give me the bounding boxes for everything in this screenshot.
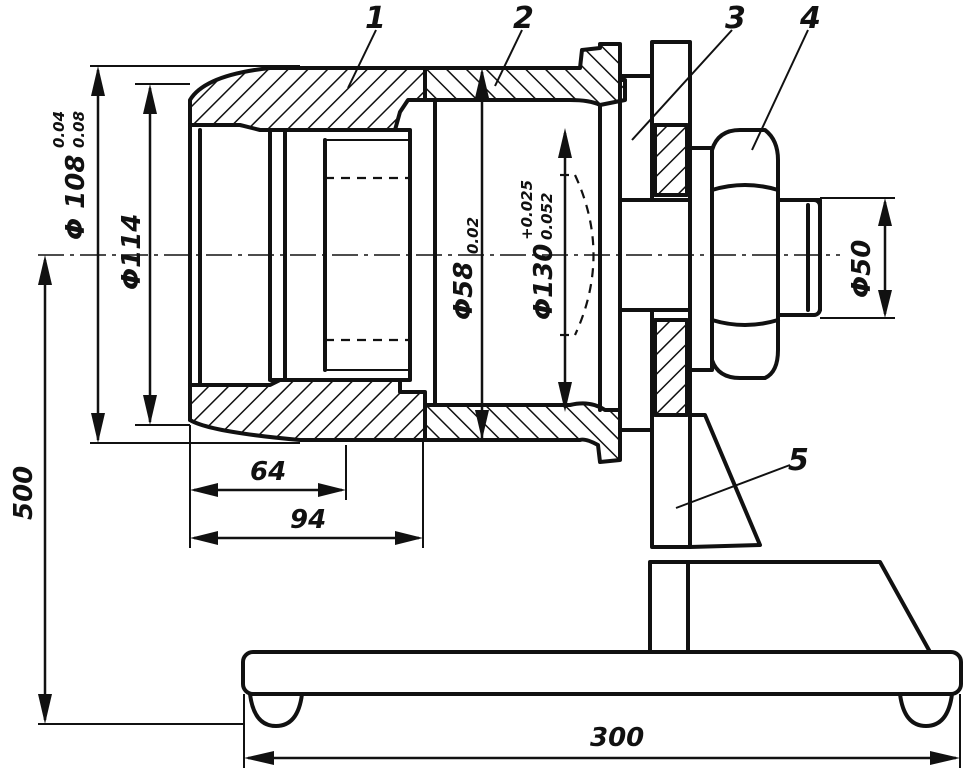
part-5-stand	[241, 413, 963, 728]
part-2-ring	[423, 42, 627, 464]
dim-500: 500	[9, 466, 39, 520]
part-1-bushing	[188, 66, 427, 442]
callout-1: 1	[365, 1, 386, 36]
dim-d108-upper: 0.04	[50, 111, 68, 148]
dimension-texts: Φ 108 0.04 0.08 Φ114 Φ58 0.02 Φ130 +0.02…	[9, 111, 877, 753]
dim-d114: Φ114	[117, 214, 147, 290]
bushing-top-section	[188, 66, 427, 132]
right-foot	[898, 692, 954, 728]
dim-64: 64	[250, 457, 286, 487]
dimension-lines	[38, 65, 961, 768]
dim-d50: Φ50	[847, 240, 877, 298]
dim-d108-lower: 0.08	[70, 111, 88, 148]
base-plate	[241, 650, 963, 696]
plate-top-section	[653, 123, 689, 197]
callout-5: 5	[788, 443, 809, 478]
dim-d130: Φ130	[529, 244, 559, 320]
callout-leaders	[347, 29, 809, 509]
dim-d58-tol: 0.02	[464, 217, 482, 254]
dim-d130-lower: 0.052	[538, 193, 556, 240]
hex-nut	[710, 128, 780, 380]
dim-300: 300	[590, 723, 644, 753]
bushing-bottom-section	[188, 378, 427, 442]
dim-94: 94	[290, 505, 326, 535]
left-foot	[248, 692, 304, 728]
callout-3: 3	[725, 1, 746, 36]
ring-top-section	[423, 42, 627, 107]
ring-bottom-section	[423, 401, 622, 464]
dim-d130-upper: +0.025	[518, 180, 536, 240]
callout-2: 2	[513, 1, 534, 36]
dim-d58: Φ58	[449, 262, 479, 320]
washer	[688, 146, 714, 372]
dim-d108: Φ 108	[61, 155, 91, 240]
plate-bottom-section	[653, 318, 689, 417]
callout-numbers: 1 2 3 4 5	[365, 1, 821, 478]
stand-foot-block	[648, 560, 932, 654]
callout-4: 4	[799, 1, 821, 36]
